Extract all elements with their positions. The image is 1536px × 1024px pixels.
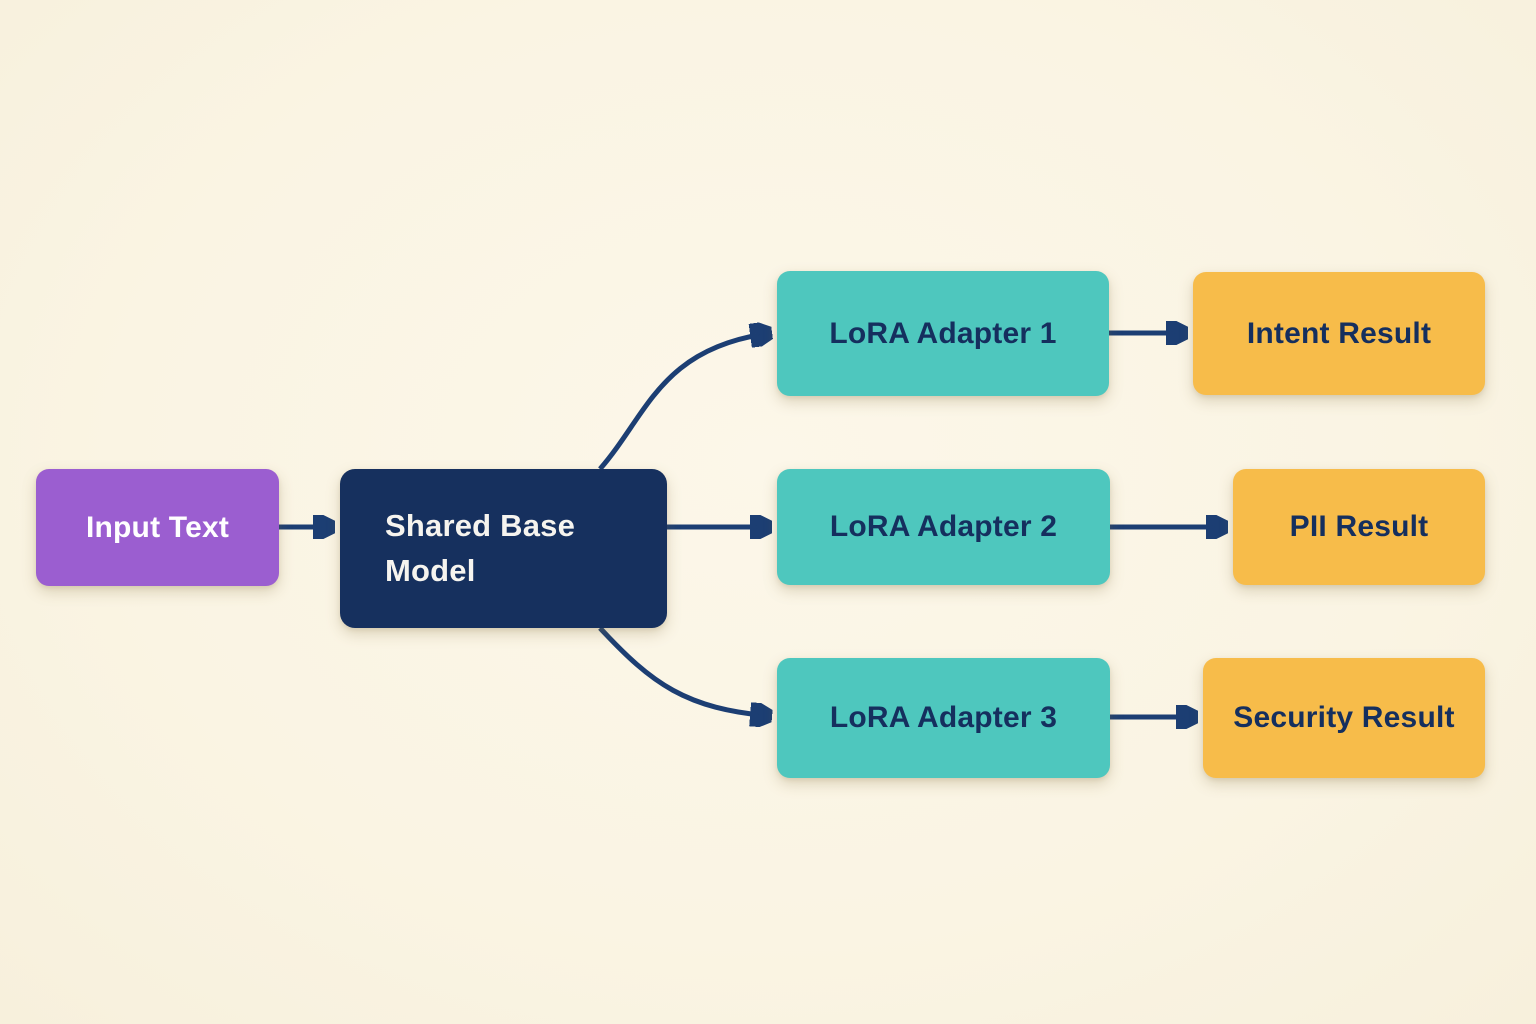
node-lora-adapter-2: LoRA Adapter 2 <box>777 469 1110 585</box>
node-pii-result-label: PII Result <box>1289 510 1429 543</box>
edge-base-to-adapter1 <box>598 333 771 471</box>
node-pii-result: PII Result <box>1233 469 1485 585</box>
node-lora-adapter-2-label: LoRA Adapter 2 <box>829 510 1058 543</box>
node-lora-adapter-3: LoRA Adapter 3 <box>777 658 1110 778</box>
node-input-text-label: Input Text <box>85 510 230 544</box>
node-input-text: Input Text <box>36 469 279 586</box>
node-lora-adapter-3-label: LoRA Adapter 3 <box>829 701 1058 734</box>
node-shared-base-model: Shared Base Model <box>340 469 667 628</box>
node-intent-result: Intent Result <box>1193 272 1485 395</box>
node-lora-adapter-1: LoRA Adapter 1 <box>777 271 1109 396</box>
node-intent-result-label: Intent Result <box>1246 316 1432 350</box>
node-security-result: Security Result <box>1203 658 1485 778</box>
node-shared-base-model-label: Shared Base Model <box>385 508 576 588</box>
edge-base-to-adapter3 <box>598 626 771 716</box>
node-security-result-label: Security Result <box>1233 701 1455 734</box>
node-lora-adapter-1-label: LoRA Adapter 1 <box>829 316 1057 350</box>
